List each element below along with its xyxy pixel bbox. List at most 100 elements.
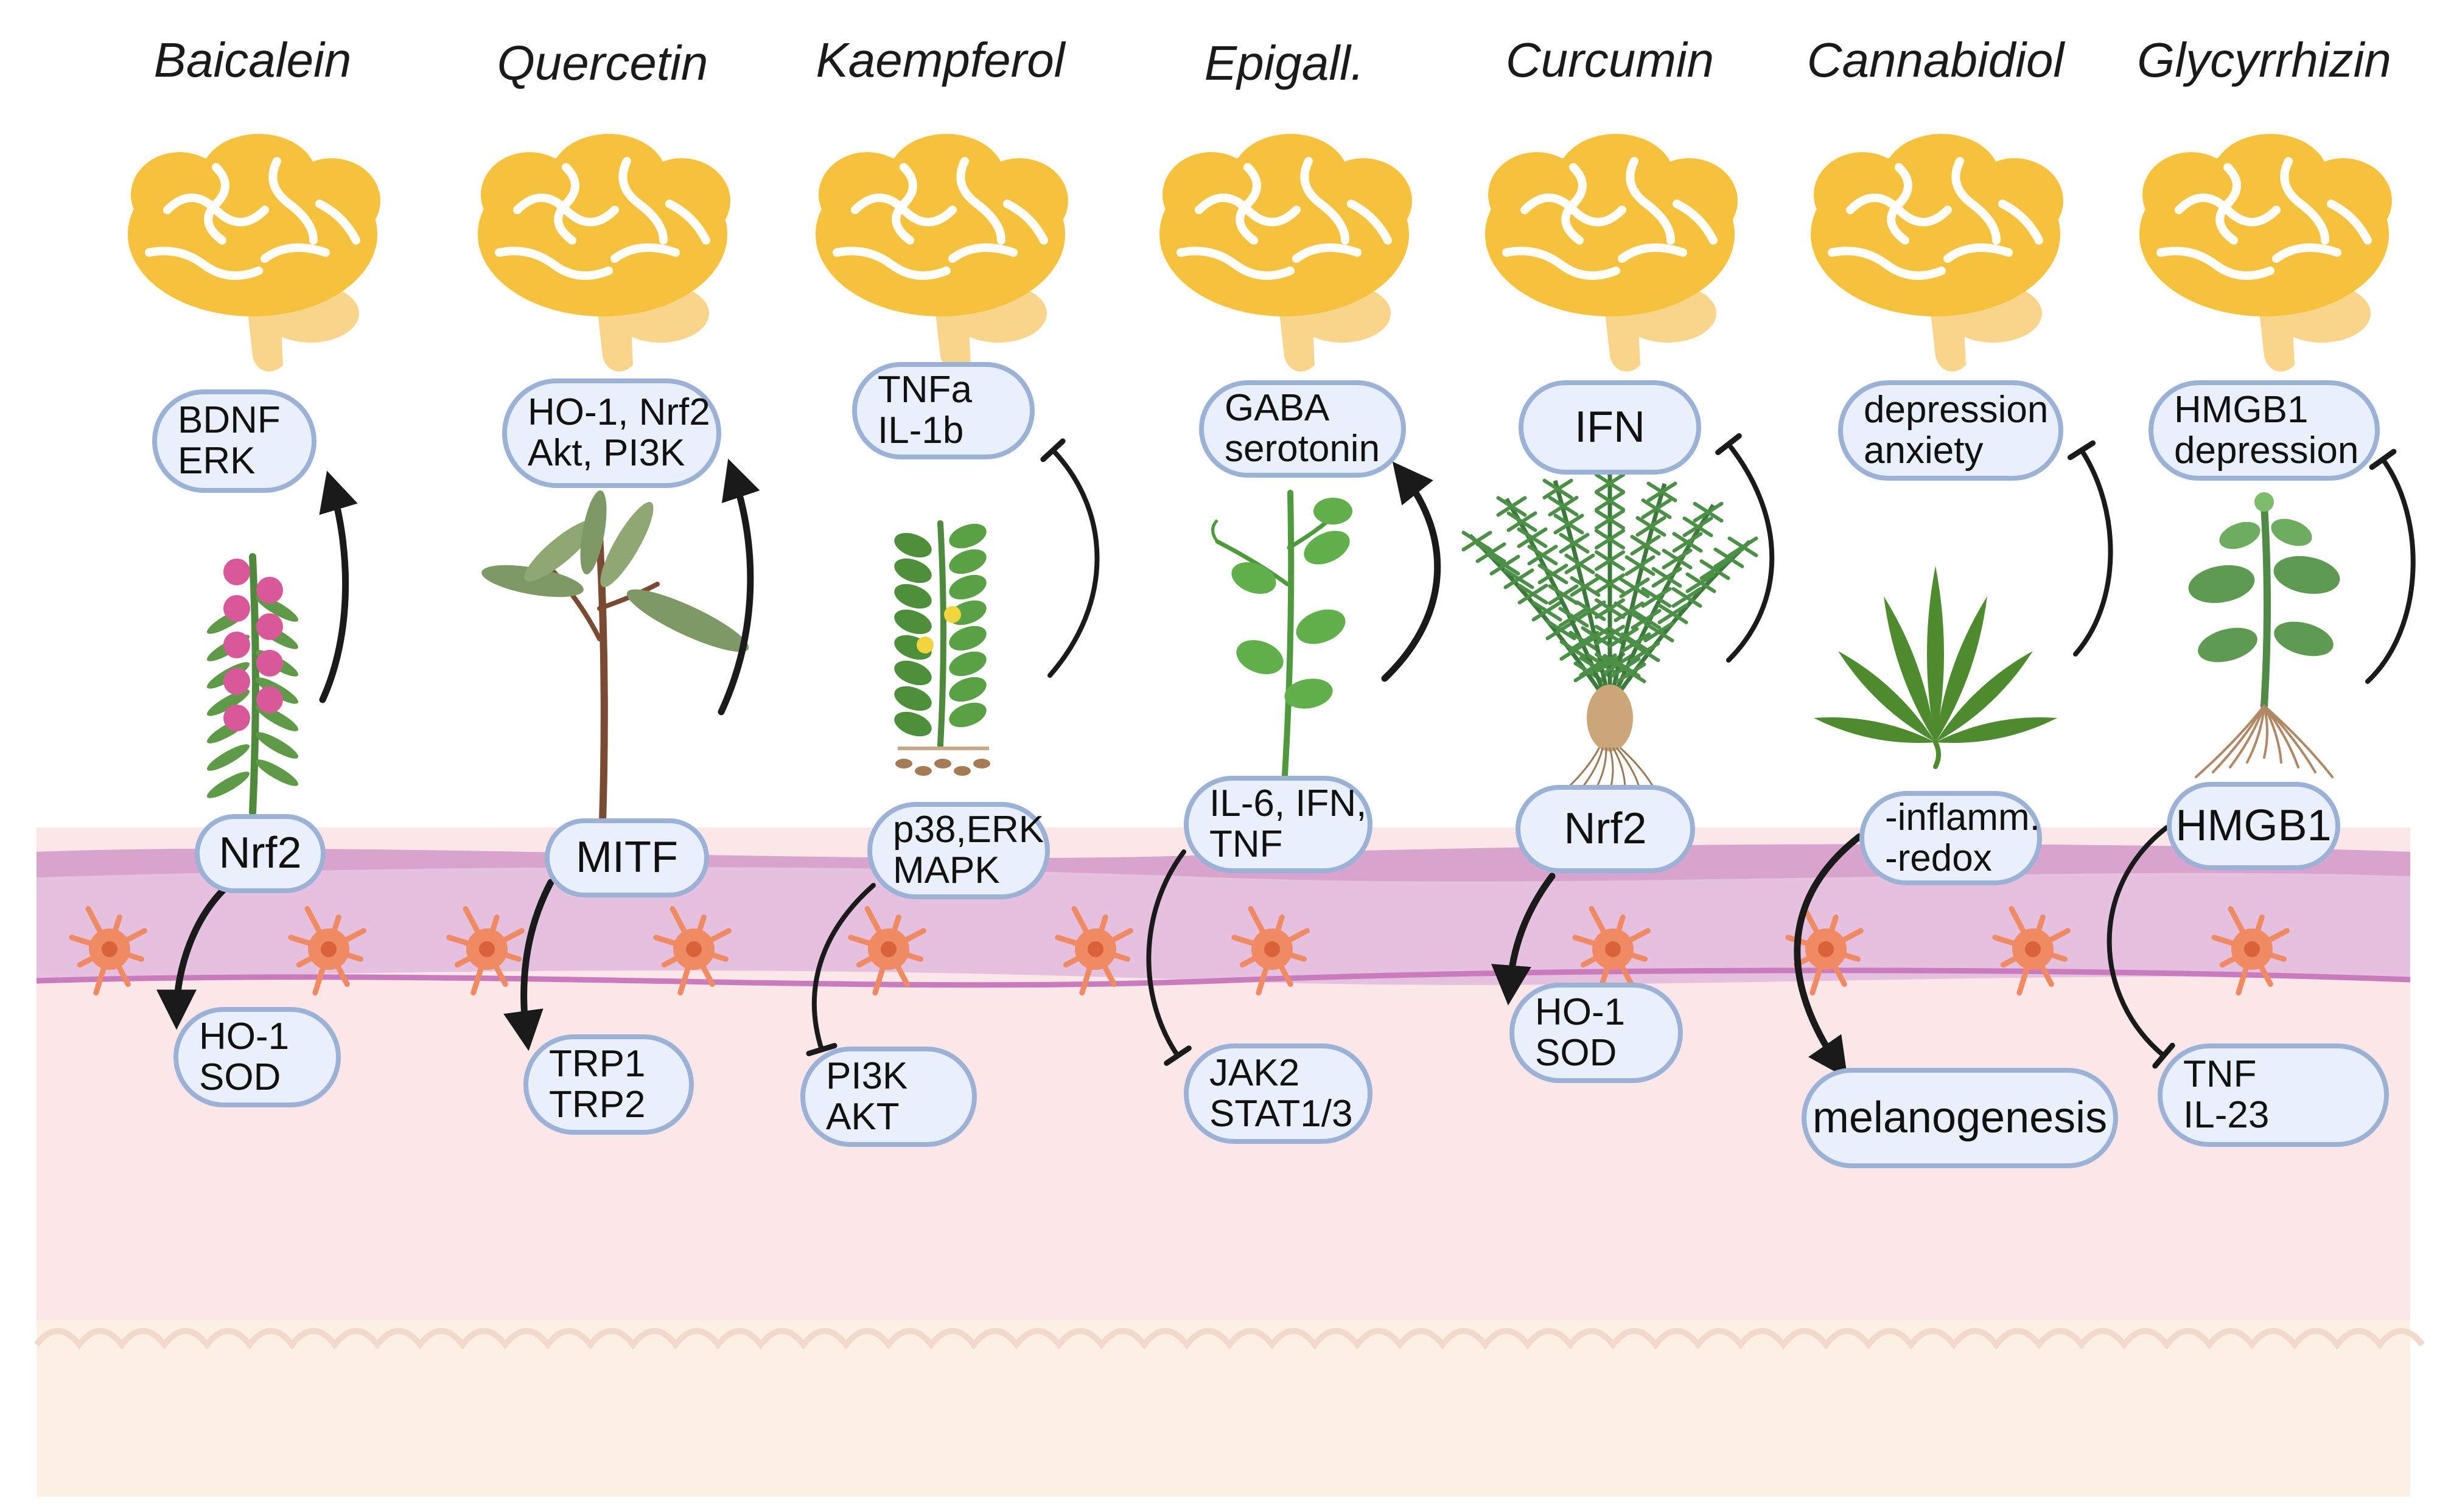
skin-effect-connector	[1794, 833, 1863, 1079]
bottom-pathway-box-line: HO-1	[1535, 991, 1626, 1033]
compound-title: Epigall.	[1204, 36, 1365, 90]
compound-title: Kaempferol	[816, 33, 1065, 87]
pea-plant-icon	[1211, 490, 1352, 788]
skin-effect-connector	[811, 883, 876, 1052]
brain-effect-connector	[2365, 457, 2416, 684]
mid-target-box: Nrf2	[1516, 785, 1695, 873]
mid-target-box-line: MAPK	[893, 849, 1000, 891]
fern-plant-icon	[1461, 473, 1758, 792]
top-pathway-box: IFN	[1519, 380, 1701, 475]
melanocyte-icon	[653, 906, 732, 996]
skin-effect-connector	[503, 879, 554, 1051]
mid-target-box-line: IL-6, IFN,	[1209, 782, 1367, 825]
fat-cell-outline	[34, 1328, 2425, 1350]
mid-target-box: Nrf2	[195, 814, 326, 893]
bottom-pathway-box-line: melanogenesis	[1812, 1093, 2108, 1142]
bottom-pathway-box-line: IL-23	[2183, 1094, 2270, 1136]
compound-title: Curcumin	[1505, 33, 1715, 87]
inhibition-bar	[2369, 448, 2397, 470]
compound-title: Glycyrrhizin	[2137, 33, 2391, 87]
brain-effect-connector	[1381, 461, 1441, 682]
bottom-pathway-box-line: PI3K	[826, 1054, 908, 1097]
top-pathway-box-line: IL-1b	[878, 409, 964, 451]
mid-target-box-line: Nrf2	[1564, 804, 1647, 853]
top-pathway-box-line: HMGB1	[2174, 388, 2309, 431]
mid-target-box-line: p38,ERK	[893, 809, 1044, 851]
skin-effect-connector	[2107, 825, 2169, 1058]
peanut-plant-icon	[894, 520, 990, 776]
brain-effect-connector	[1047, 448, 1100, 678]
melanocyte-icon	[848, 906, 926, 996]
melanocyte-icon	[1992, 906, 2071, 996]
top-pathway-box-line: depression	[1864, 388, 2049, 431]
basement-membrane	[36, 967, 2411, 988]
compound-title: Quercetin	[497, 36, 708, 90]
brain-effect-connector	[2073, 448, 2113, 657]
bottom-pathway-box: melanogenesis	[1802, 1068, 2118, 1168]
mid-target-box-line: TNF	[1209, 823, 1283, 865]
bottom-pathway-box-line: TRP2	[549, 1083, 646, 1126]
brain-effect-connector	[1726, 442, 1775, 663]
melanocyte-icon	[446, 906, 525, 996]
melanocyte-icon	[69, 906, 147, 996]
brain-icon	[1811, 134, 2063, 372]
mid-target-box: HMGB1	[2167, 782, 2340, 870]
top-pathway-box-line: HO-1, Nrf2	[528, 391, 710, 434]
bottom-pathway-box-line: SOD	[199, 1056, 281, 1098]
top-pathway-box-line: TNFa	[878, 369, 972, 411]
melanocyte-icon	[1231, 906, 1310, 996]
inhibition-bar	[2152, 1042, 2175, 1069]
top-pathway-box-line: ERK	[178, 440, 256, 482]
bottom-pathway-box-line: TRP1	[549, 1042, 646, 1085]
inhibition-bar	[1164, 1045, 1192, 1066]
top-pathway-box-line: anxiety	[1864, 429, 1984, 472]
brain-icon	[478, 134, 730, 372]
inhibition-bar	[1715, 433, 1742, 456]
bottom-pathway-box-line: STAT1/3	[1209, 1092, 1353, 1135]
skin-effect-connector	[156, 882, 232, 1030]
compound-title: Cannabidiol	[1806, 33, 2065, 87]
brain-icon	[816, 134, 1068, 372]
melanocyte-icon	[2211, 906, 2290, 996]
inhibition-bar	[806, 1043, 837, 1056]
bottom-pathway-box-line: TNF	[2183, 1053, 2257, 1096]
mid-target-box-line: MITF	[576, 833, 678, 882]
skin-effect-connector	[1146, 849, 1186, 1058]
brain-icon	[1159, 134, 1412, 372]
bottom-pathway-box-line: SOD	[1535, 1031, 1617, 1074]
compound-title: Baicalein	[153, 33, 352, 87]
snapdragon-plant-icon	[207, 553, 298, 816]
bottom-pathway-box-line: HO-1	[199, 1015, 290, 1057]
licorice-plant-icon	[2188, 492, 2340, 778]
brain-icon	[128, 134, 380, 372]
inhibition-bar	[2067, 440, 2096, 461]
bottom-pathway-box-line: AKT	[826, 1095, 900, 1138]
mid-target-box-line: HMGB1	[2175, 801, 2332, 850]
top-pathway-box-line: BDNF	[178, 399, 281, 442]
bottom-pathway-box-line: JAK2	[1209, 1051, 1300, 1094]
melanocyte-icon	[1055, 906, 1133, 996]
mid-target-box: MITF	[545, 818, 709, 897]
mid-target-box: IL-6, IFN,TNF	[1184, 776, 1372, 873]
eucalyptus-plant-icon	[481, 490, 749, 825]
mid-target-box-line: -redox	[1885, 837, 1992, 879]
top-pathway-box-line: depression	[2174, 429, 2359, 472]
melanocyte-icon	[1572, 906, 1651, 996]
skin-effect-connector	[1491, 873, 1556, 1006]
top-pathway-box-line: Akt, PI3K	[528, 432, 685, 474]
brain-icon	[2139, 134, 2392, 372]
mid-target-box-line: -inflamm.	[1885, 796, 2040, 838]
